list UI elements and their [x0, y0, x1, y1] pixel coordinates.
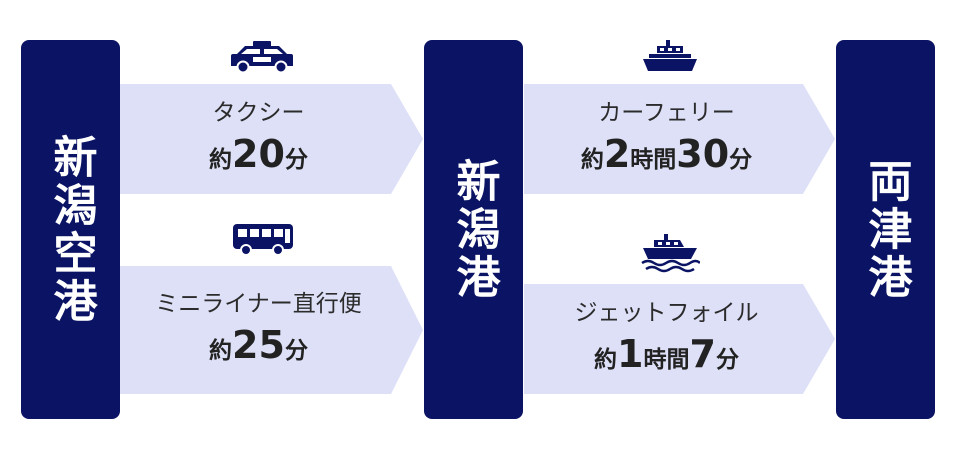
bus-route-label: ミニライナー直行便 [155, 291, 362, 318]
car-ferry-route-time: 約2時間30分 [580, 132, 753, 176]
bus-route-time: 約25分 [209, 323, 308, 367]
jetfoil-route-arrow: ジェットフォイル 約1時間7分 [524, 284, 835, 394]
taxi-route-arrow: タクシー 約20分 [120, 84, 423, 194]
jetfoil-icon [640, 233, 700, 273]
ryotsu-port-label: 両津港 [860, 157, 912, 302]
bus-icon [232, 222, 294, 258]
taxi-icon [229, 40, 295, 74]
taxi-route-label: タクシー [212, 100, 305, 127]
niigata-airport-node: 新潟空港 [21, 40, 120, 419]
niigata-port-label: 新潟港 [448, 157, 500, 302]
car-ferry-icon [641, 39, 699, 73]
jetfoil-route-time: 約1時間7分 [594, 332, 739, 376]
niigata-airport-label: 新潟空港 [45, 133, 97, 326]
jetfoil-route-label: ジェットフォイル [574, 300, 759, 327]
niigata-port-node: 新潟港 [424, 40, 523, 419]
car-ferry-route-arrow: カーフェリー 約2時間30分 [524, 84, 835, 194]
ryotsu-port-node: 両津港 [836, 40, 935, 419]
bus-route-arrow: ミニライナー直行便 約25分 [120, 266, 423, 394]
taxi-route-time: 約20分 [209, 132, 308, 176]
car-ferry-route-label: カーフェリー [598, 100, 735, 127]
